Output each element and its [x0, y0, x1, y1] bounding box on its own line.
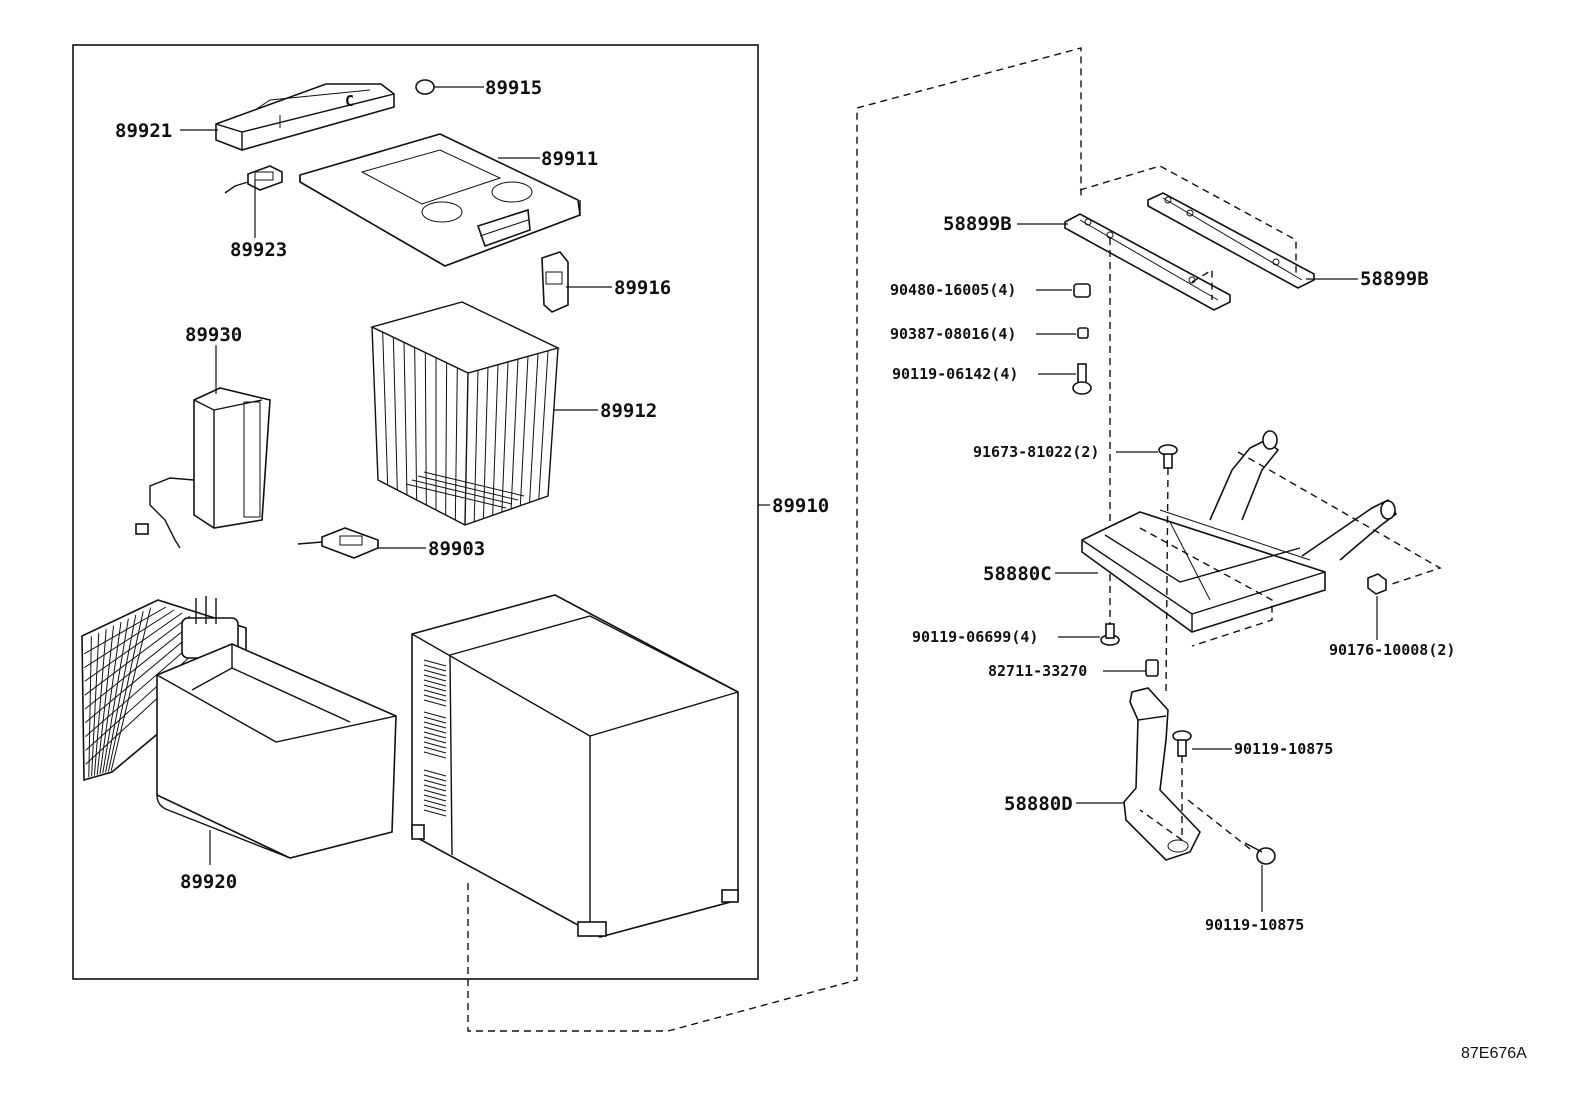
part-89912-wire-basket: [370, 301, 560, 526]
label-90119-06699: 90119-06699(4): [912, 628, 1038, 646]
bracket-guide-lines: [1079, 165, 1297, 275]
assembly-link-dashed-line: [467, 47, 1082, 1032]
label-90480-16005: 90480-16005(4): [890, 281, 1016, 299]
part-89930-control-unit: [135, 387, 271, 549]
label-90119-06142: 90119-06142(4): [892, 365, 1018, 383]
leader-lines: [180, 86, 1378, 912]
part-90387-08016-washer: [1077, 327, 1089, 339]
part-89923-switch: [224, 165, 283, 194]
diagram-code: 87E676A: [1461, 1045, 1527, 1062]
label-89921: 89921: [115, 120, 172, 142]
label-89923: 89923: [230, 239, 287, 261]
label-90119-10875-b: 90119-10875: [1205, 916, 1304, 934]
part-outer-housing: [411, 594, 739, 938]
part-90119-10875-bolt-b: [1244, 842, 1276, 865]
leg-guide-lines: [1165, 467, 1169, 693]
part-89916-latch: [541, 251, 569, 313]
label-58899B-right: 58899B: [1360, 268, 1429, 290]
label-89930: 89930: [185, 324, 242, 346]
label-89903: 89903: [428, 538, 485, 560]
part-90119-06699-bolt: [1100, 623, 1120, 646]
label-89910: 89910: [772, 495, 829, 517]
label-58899B-left: 58899B: [943, 213, 1012, 235]
label-58880C: 58880C: [983, 563, 1052, 585]
part-58880D-leg-bracket: [1123, 687, 1201, 861]
label-89916: 89916: [614, 277, 671, 299]
part-89920-inner-box: [156, 643, 397, 859]
part-58899B-bracket-right: [1147, 192, 1315, 289]
part-58899B-bracket-left: [1064, 213, 1231, 311]
label-58880D: 58880D: [1004, 793, 1073, 815]
part-89921-handle-cover: C: [215, 83, 395, 151]
part-90480-16005-nut: [1073, 283, 1091, 298]
label-90119-10875-a: 90119-10875: [1234, 740, 1333, 758]
label-89912: 89912: [600, 400, 657, 422]
part-90119-10875-bolt-a: [1172, 730, 1192, 757]
label-89911: 89911: [541, 148, 598, 170]
label-89915: 89915: [485, 77, 542, 99]
label-82711-33270: 82711-33270: [988, 662, 1087, 680]
part-90119-06142-bolt: [1072, 363, 1092, 395]
label-90176-10008: 90176-10008(2): [1329, 641, 1455, 659]
label-90387-08016: 90387-08016(4): [890, 325, 1016, 343]
svg-text:C: C: [345, 92, 354, 110]
part-91673-81022-bolt: [1158, 444, 1178, 469]
part-89915-plug: [415, 79, 435, 95]
part-90176-10008-nut: [1367, 573, 1387, 595]
part-82711-33270-clip: [1145, 659, 1159, 677]
assembly-frame-89910: [72, 44, 759, 980]
part-89903-sensor: [297, 527, 379, 559]
leg-guide-lines-3: [1187, 799, 1255, 853]
part-89911-lid: [299, 133, 581, 267]
label-91673-81022: 91673-81022(2): [973, 443, 1099, 461]
part-58880C-base-tray: [1081, 430, 1442, 647]
leg-guide-lines-2: [1139, 756, 1183, 842]
label-89920: 89920: [180, 871, 237, 893]
